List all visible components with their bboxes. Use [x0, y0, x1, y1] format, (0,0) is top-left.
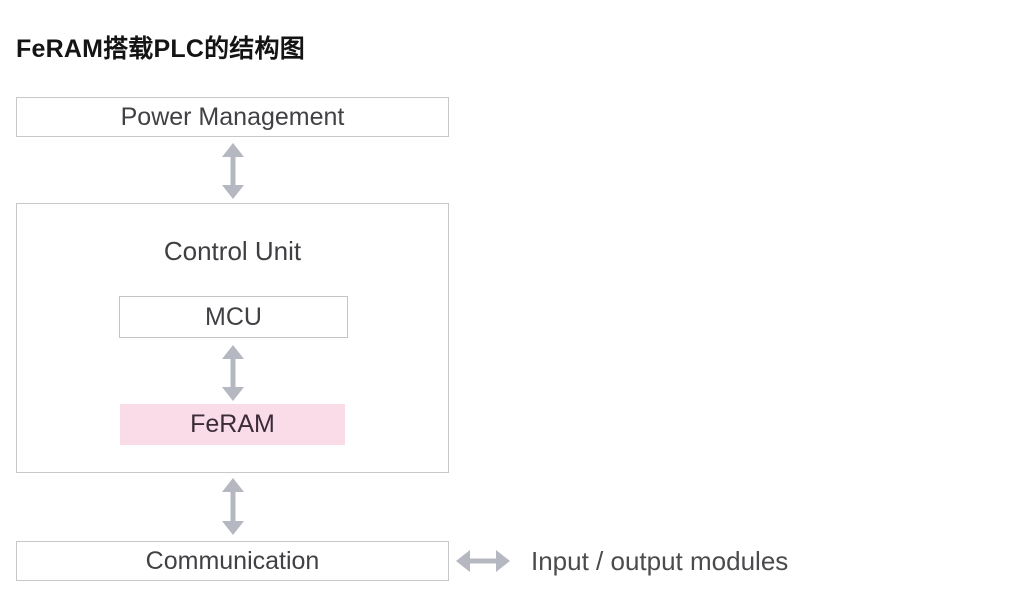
diagram-title: FeRAM搭载PLC的结构图 [16, 35, 305, 63]
communication-box: Communication [16, 541, 449, 581]
power-management-box: Power Management [16, 97, 449, 137]
mcu-label: MCU [205, 302, 262, 331]
io-modules-label: Input / output modules [531, 545, 789, 576]
power-management-label: Power Management [120, 102, 345, 131]
control-unit-label: Control Unit [163, 236, 302, 266]
horizontal-double-arrow-icon [456, 549, 510, 573]
vertical-double-arrow-icon [220, 345, 246, 401]
vertical-double-arrow-icon [220, 478, 246, 535]
mcu-box: MCU [119, 296, 348, 338]
vertical-double-arrow-icon [220, 143, 246, 199]
feram-box: FeRAM [120, 404, 345, 445]
feram-label: FeRAM [190, 410, 275, 438]
communication-label: Communication [145, 546, 320, 575]
